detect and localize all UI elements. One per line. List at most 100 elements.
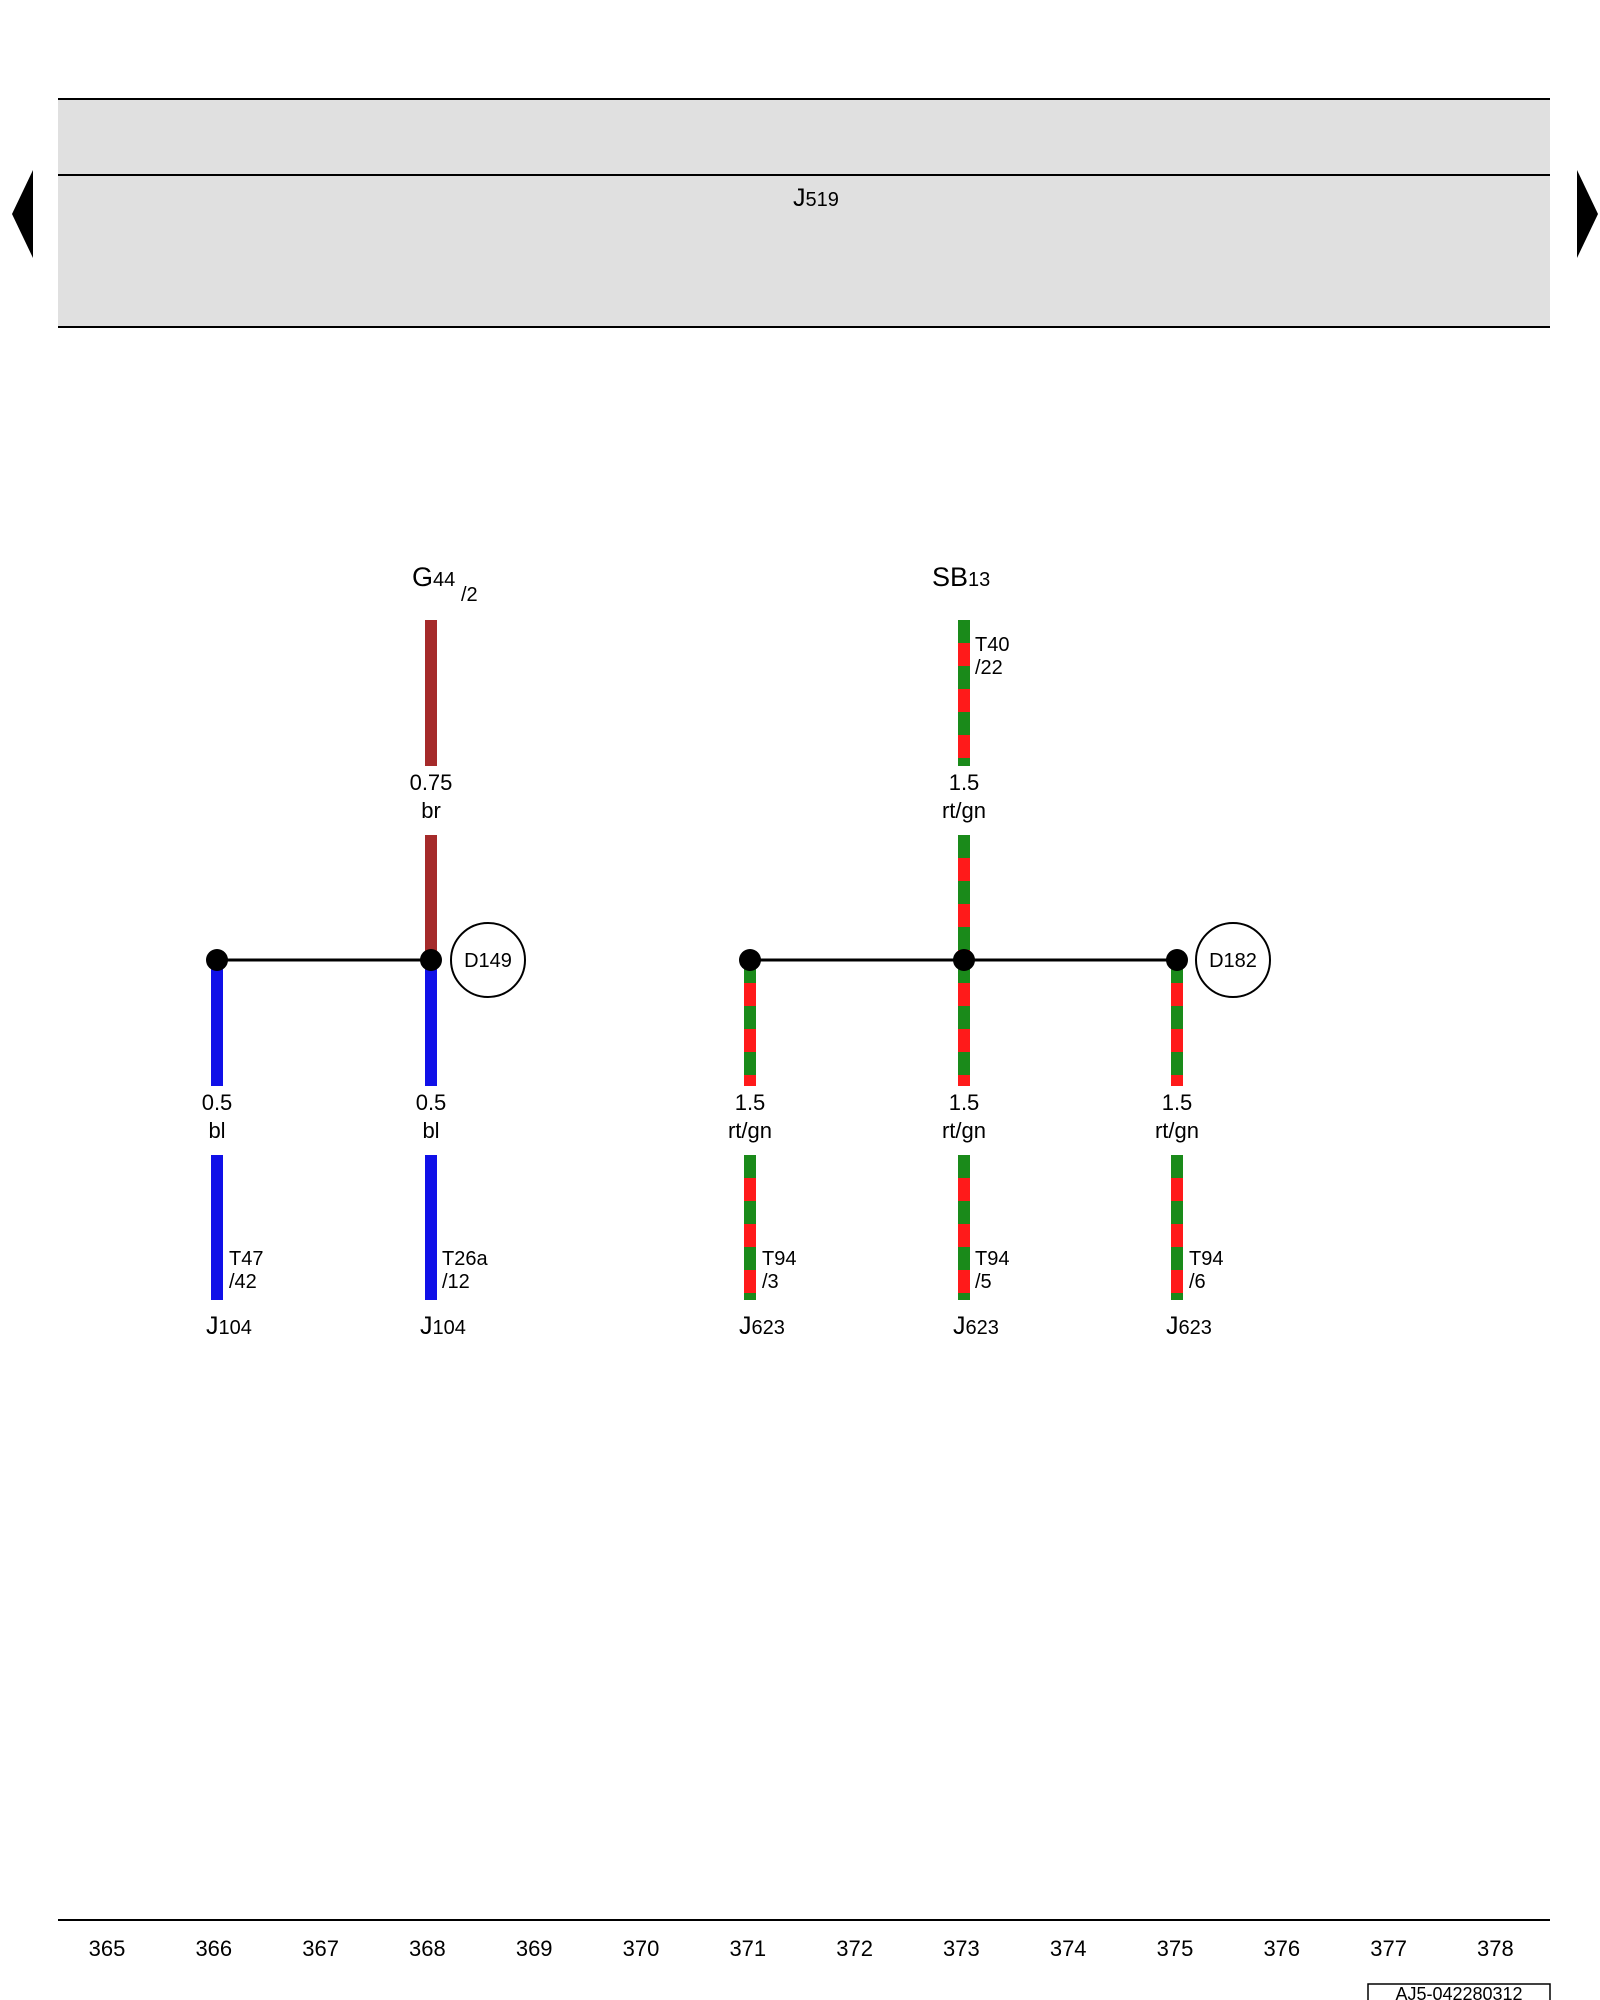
wire-segment-rt-gn <box>1171 1075 1183 1086</box>
track-number: 370 <box>623 1936 660 1961</box>
wire-segment-rt-gn <box>744 1052 756 1075</box>
wire-segment-rt-gn <box>958 1029 970 1052</box>
track-number: 377 <box>1370 1936 1407 1961</box>
wire-segment-rt-gn <box>744 1178 756 1201</box>
junction-dot <box>1166 949 1188 971</box>
wire-segment-rt-gn <box>744 1247 756 1270</box>
track-number: 375 <box>1157 1936 1194 1961</box>
wire-segment-rt-gn <box>1171 1178 1183 1201</box>
track-number: 367 <box>302 1936 339 1961</box>
wire-segment-bl <box>211 1155 223 1300</box>
wire-segment-rt-gn <box>1171 1155 1183 1178</box>
wire-segment-rt-gn <box>744 983 756 1006</box>
target-components: J104 J104 J623 J623 J623 <box>206 1312 1212 1340</box>
splice-d149[interactable]: D149 <box>450 922 526 998</box>
connector-label-t47: T47 /42 <box>229 1248 269 1293</box>
wire-segment-rt-gn <box>958 881 970 904</box>
source-label-sb13: SB13 <box>932 562 990 592</box>
lower-connectors: T47 /42 T26a /12 T94 /3 T94 /5 T94 /6 <box>229 1248 1229 1293</box>
wire-segment-rt-gn <box>1171 1052 1183 1075</box>
wire-segment-rt-gn <box>744 1075 756 1086</box>
splice-label: D149 <box>464 950 512 972</box>
prev-page-arrow-icon[interactable] <box>12 170 33 258</box>
splice-circle <box>1195 922 1271 998</box>
junction-dot <box>953 949 975 971</box>
wire-segment-rt-gn <box>958 835 970 858</box>
splice-circle <box>450 922 526 998</box>
track-number: 365 <box>89 1936 126 1961</box>
target-label-j104: J104 <box>420 1312 466 1340</box>
header-band-fill <box>58 99 1550 327</box>
wire-segment-rt-gn <box>958 758 970 766</box>
source-label-g44: G44 <box>412 562 455 592</box>
connector-label-t94-5: T94 /5 <box>975 1248 1015 1293</box>
target-label-j623: J623 <box>1166 1312 1212 1340</box>
wire-segment-rt-gn <box>958 1006 970 1029</box>
next-page-arrow-icon[interactable] <box>1577 170 1598 258</box>
wire-color-label: bl <box>208 1118 225 1143</box>
wire-segment-br <box>425 620 437 766</box>
wire-segment-rt-gn <box>958 712 970 735</box>
wire-segment-rt-gn <box>958 689 970 712</box>
track-number: 376 <box>1263 1936 1300 1961</box>
connector-label-t94-6: T94 /6 <box>1189 1248 1229 1293</box>
target-label-j104: J104 <box>206 1312 252 1340</box>
wire-segment-rt-gn <box>958 927 970 950</box>
header-band: J519 <box>58 98 1550 328</box>
wire-labels: 0.75 br 1.5 rt/gn 0.5 bl 0.5 bl 1.5 rt/g… <box>202 770 1199 1143</box>
wire-segment-rt-gn <box>1171 1293 1183 1300</box>
wire-segment-rt-gn <box>958 620 970 643</box>
wire-size-label: 0.5 <box>202 1090 233 1115</box>
wire-color-label: br <box>421 798 441 823</box>
wire-segment-rt-gn <box>958 904 970 927</box>
wires-layer <box>211 620 1183 1300</box>
wire-segment-rt-gn <box>958 1293 970 1300</box>
wire-size-label: 1.5 <box>949 1090 980 1115</box>
track-number: 374 <box>1050 1936 1087 1961</box>
target-label-j623: J623 <box>953 1312 999 1340</box>
wire-size-label: 1.5 <box>1162 1090 1193 1115</box>
junction-dot <box>420 949 442 971</box>
wire-segment-rt-gn <box>1171 983 1183 1006</box>
wire-size-label: 0.75 <box>410 770 453 795</box>
wire-size-label: 1.5 <box>735 1090 766 1115</box>
wire-segment-rt-gn <box>958 1155 970 1178</box>
wire-segment-rt-gn <box>958 983 970 1006</box>
wire-segment-bl <box>425 1155 437 1300</box>
wire-segment-rt-gn <box>958 1201 970 1224</box>
wire-segment-rt-gn <box>1171 1006 1183 1029</box>
splice-d182[interactable]: D182 <box>1195 922 1271 998</box>
document-code-frame <box>1367 1983 1551 2000</box>
connector-label-t40: T40 /22 <box>975 634 1015 679</box>
document-code-box: AJ5-042280312 <box>1367 1983 1551 2000</box>
wire-segment-rt-gn <box>958 1270 970 1293</box>
track-number: 378 <box>1477 1936 1514 1961</box>
wire-size-label: 0.5 <box>416 1090 447 1115</box>
wire-segment-rt-gn <box>744 1006 756 1029</box>
wire-segment-bl <box>211 960 223 1086</box>
wire-segment-bl <box>425 960 437 1086</box>
wire-segment-rt-gn <box>958 1224 970 1247</box>
junction-dot <box>739 949 761 971</box>
wire-segment-rt-gn <box>958 858 970 881</box>
wire-segment-rt-gn <box>958 1075 970 1086</box>
wire-color-label: bl <box>422 1118 439 1143</box>
track-number: 373 <box>943 1936 980 1961</box>
wire-segment-rt-gn <box>958 735 970 758</box>
splice-label: D182 <box>1209 950 1257 972</box>
wire-segment-rt-gn <box>958 1247 970 1270</box>
track-number: 368 <box>409 1936 446 1961</box>
wire-segment-rt-gn <box>744 1270 756 1293</box>
wire-segment-br <box>425 835 437 960</box>
wire-segment-rt-gn <box>744 1224 756 1247</box>
track-number: 371 <box>729 1936 766 1961</box>
wire-segment-rt-gn <box>1171 1224 1183 1247</box>
connector-label-t26a: T26a /12 <box>442 1248 493 1293</box>
wire-color-label: rt/gn <box>942 1118 986 1143</box>
document-code: AJ5-042280312 <box>1395 1984 1522 2000</box>
wire-segment-rt-gn <box>958 666 970 689</box>
wire-segment-rt-gn <box>1171 1270 1183 1293</box>
track-number: 372 <box>836 1936 873 1961</box>
track-number: 369 <box>516 1936 553 1961</box>
